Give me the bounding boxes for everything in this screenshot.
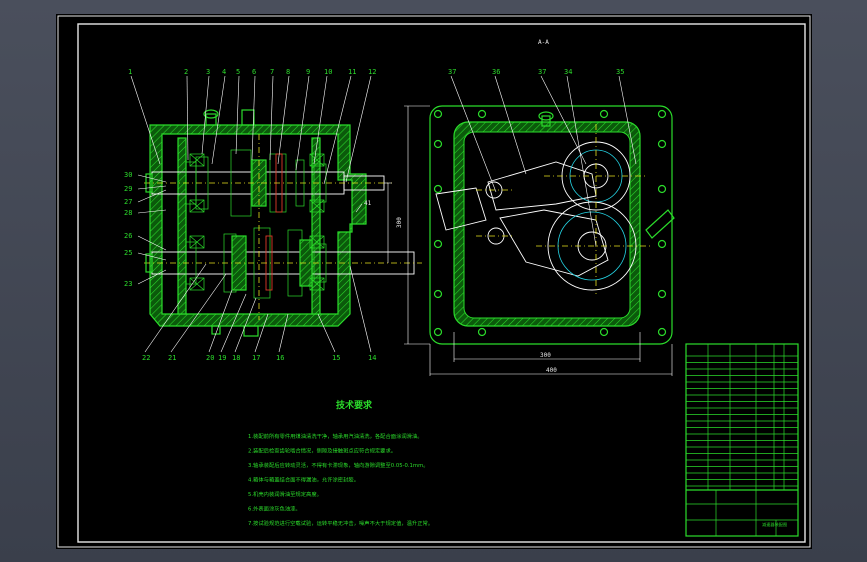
callout-side: 37 <box>538 68 546 76</box>
tech-note: 6.外表面涂灰色油漆。 <box>248 505 301 513</box>
callout-top: 8 <box>286 68 290 76</box>
callout-bottom: 19 <box>218 354 226 362</box>
cad-viewport[interactable]: A-A <box>56 14 812 549</box>
callout-side: 36 <box>492 68 500 76</box>
callout-bottom: 15 <box>332 354 340 362</box>
callout-left: 27 <box>124 198 132 206</box>
svg-text:41: 41 <box>364 200 372 207</box>
callout-side: 34 <box>564 68 572 76</box>
tech-title: 技术要求 <box>336 399 373 411</box>
callout-side: 37 <box>448 68 456 76</box>
tech-note: 7.按试验规范进行空载试验，运转平稳无冲击，噪声不大于规定值，温升正常。 <box>248 519 433 527</box>
callout-top: 2 <box>184 68 188 76</box>
callout-top: 4 <box>222 68 226 76</box>
callout-left: 30 <box>124 171 132 179</box>
assembly-drawing: A-A <box>57 15 811 548</box>
tech-notes: 1.装配前所有零件用煤油清洗干净，轴承用汽油清洗，各配合面涂润滑油。 2.装配后检… <box>248 432 433 527</box>
callout-top: 7 <box>270 68 274 76</box>
callout-left: 29 <box>124 185 132 193</box>
callout-bottom: 21 <box>168 354 176 362</box>
svg-text:400: 400 <box>546 367 557 374</box>
callout-bottom: 22 <box>142 354 150 362</box>
callout-top: 9 <box>306 68 310 76</box>
callout-bottom: 20 <box>206 354 214 362</box>
callout-bottom: 14 <box>368 354 376 362</box>
callout-left: 23 <box>124 280 132 288</box>
tech-note: 5.机壳内装润滑油至规定高度。 <box>248 490 322 498</box>
svg-text:300: 300 <box>396 217 403 228</box>
callout-left: 28 <box>124 209 132 217</box>
svg-text:300: 300 <box>540 352 551 359</box>
callout-left: 26 <box>124 232 132 240</box>
callout-bottom: 18 <box>232 354 240 362</box>
callout-top: 5 <box>236 68 240 76</box>
tech-note: 2.装配后检查齿轮啮合情况，侧隙及接触斑点应符合规定要求。 <box>248 447 396 455</box>
callout-top: 3 <box>206 68 210 76</box>
sheet-inner-border <box>77 23 806 543</box>
callout-bottom: 17 <box>252 354 260 362</box>
title-block: 减速器装配图 <box>685 343 799 537</box>
callout-top: 1 <box>128 68 132 76</box>
tech-note: 1.装配前所有零件用煤油清洗干净，轴承用汽油清洗，各配合面涂润滑油。 <box>248 432 423 440</box>
callout-left: 25 <box>124 249 132 257</box>
sheet-outer-border <box>57 15 811 548</box>
tech-note: 4.箱体与箱盖结合面不得漏油，允许涂密封胶。 <box>248 476 359 484</box>
side-view: 300 300 400 37 36 37 34 35 <box>396 68 675 376</box>
callout-top: 10 <box>324 68 332 76</box>
tech-note: 3.轴承装配后应转动灵活，不得有卡滞现象，轴向游隙调整至0.05-0.1mm。 <box>248 461 429 469</box>
view-label: A-A <box>538 39 549 46</box>
callout-top: 6 <box>252 68 256 76</box>
callout-top: 12 <box>368 68 376 76</box>
svg-text:减速器装配图: 减速器装配图 <box>762 521 787 528</box>
callout-bottom: 16 <box>276 354 284 362</box>
callout-top: 11 <box>348 68 356 76</box>
callout-side: 35 <box>616 68 624 76</box>
